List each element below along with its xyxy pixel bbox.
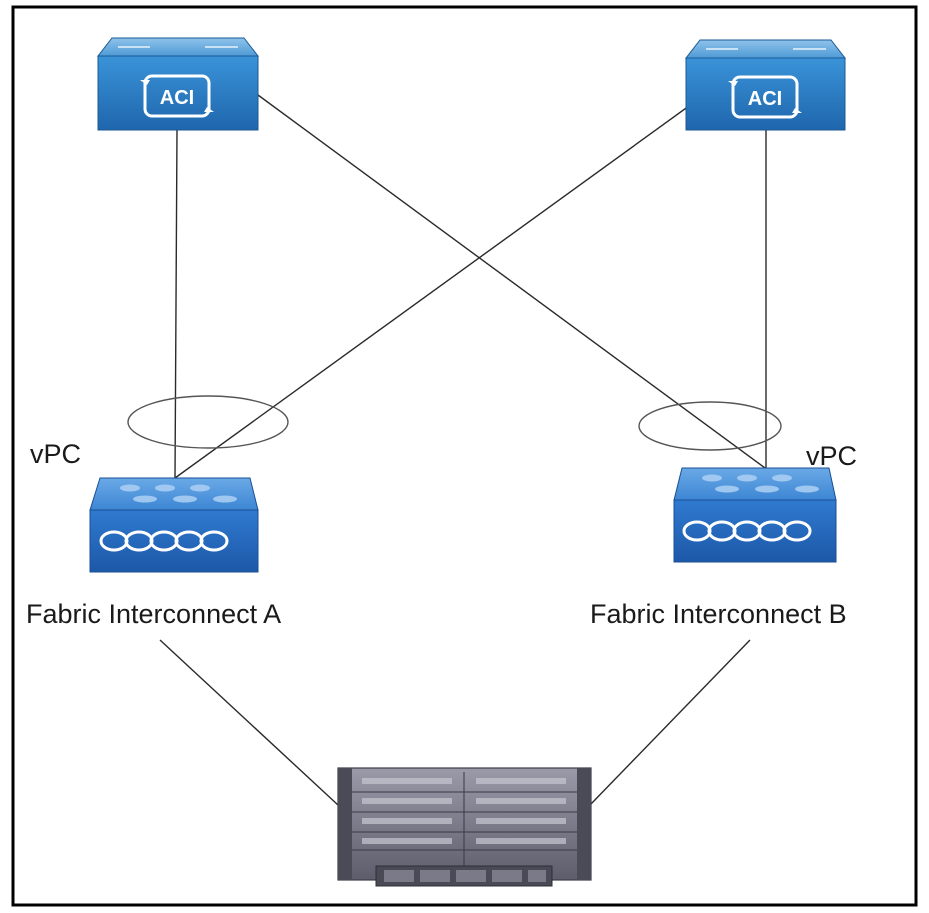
- vpc-ellipse-left: [127, 395, 289, 449]
- link-left-aci-to-fabric-b: [257, 94, 766, 469]
- fabric-ports-icon: [99, 530, 229, 552]
- downlinks: [159, 639, 751, 806]
- fabric-interconnect-a-label: Fabric Interconnect A: [26, 599, 281, 629]
- aci-logo-icon: ACI: [728, 75, 802, 119]
- link-left-aci-to-fabric-a: [174, 129, 178, 479]
- fabric-interconnect-a: [89, 477, 259, 573]
- blade-chassis: [337, 767, 592, 887]
- fabric-interconnect-b-label: Fabric Interconnect B: [590, 599, 847, 629]
- link-fabric-b-to-chassis: [589, 639, 751, 806]
- aci-switch-right: ACI: [684, 39, 847, 131]
- aci-badge-left: ACI: [160, 87, 194, 109]
- vpc-ellipse-right: [638, 401, 782, 451]
- aci-logo-icon: ACI: [140, 74, 214, 118]
- link-fabric-a-to-chassis: [159, 639, 339, 806]
- aci-switch-left: ACI: [96, 37, 260, 131]
- aci-badge-right: ACI: [748, 88, 782, 110]
- uplinks: [174, 94, 767, 479]
- vpc-label-left: vPC: [30, 439, 81, 469]
- fabric-interconnect-b: [673, 467, 837, 563]
- link-right-aci-to-fabric-a: [174, 97, 701, 479]
- vpc-label-right: vPC: [806, 441, 857, 471]
- fabric-ports-icon: [682, 520, 812, 542]
